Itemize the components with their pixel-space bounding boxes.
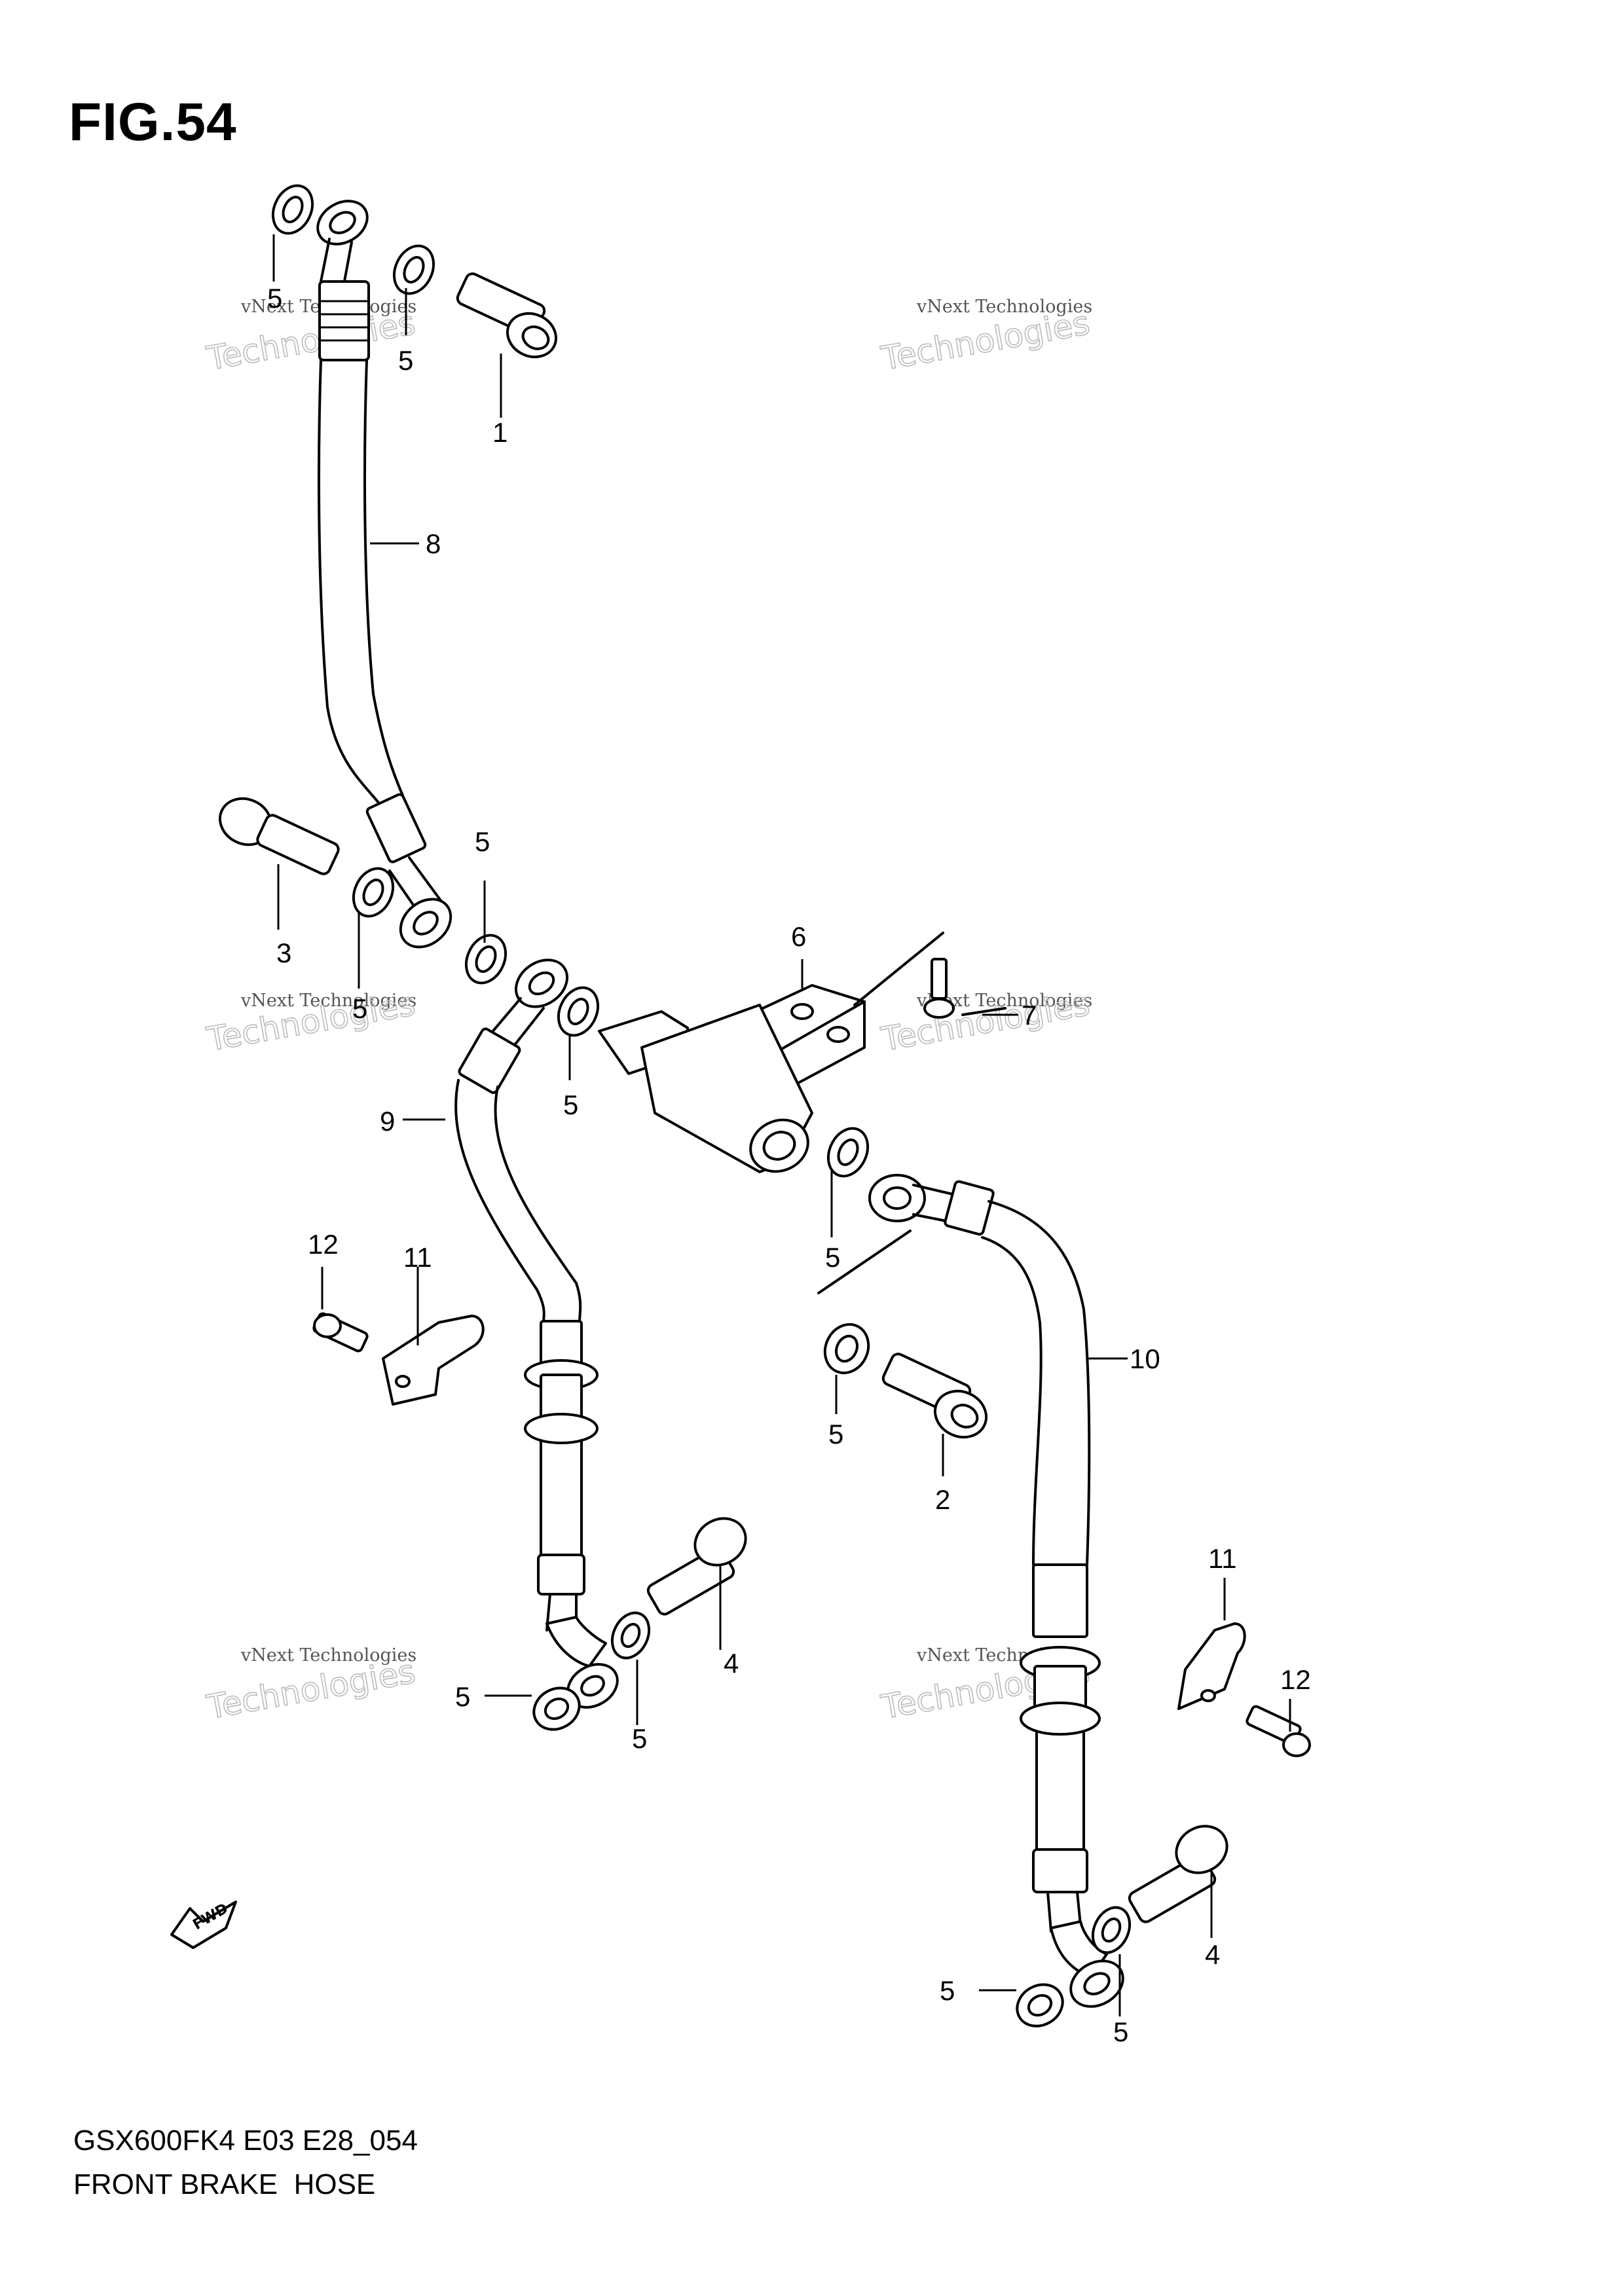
brake-hose-lower (868, 1174, 1124, 2008)
callout-1: 1 (492, 417, 507, 448)
callout-numbers: 5 5 1 8 5 3 5 6 7 9 5 5 12 11 10 5 2 4 5… (267, 283, 1311, 2047)
callout-5: 5 (940, 1975, 955, 2006)
callout-11: 11 (403, 1242, 432, 1273)
washer-group (271, 184, 1132, 2028)
callout-7: 7 (1022, 1000, 1037, 1030)
callout-2: 2 (935, 1484, 950, 1515)
callout-6: 6 (791, 921, 806, 952)
banjo-bolt-2 (881, 1353, 987, 1439)
figure-code: GSX600FK4 E03 E28_054 (73, 2124, 418, 2157)
callout-9: 9 (380, 1106, 395, 1137)
callout-5: 5 (352, 993, 367, 1024)
callout-8: 8 (426, 528, 441, 559)
brake-hose-joint (598, 932, 1006, 1294)
callout-5: 5 (398, 345, 413, 376)
callout-11: 11 (1208, 1543, 1237, 1574)
callout-5: 5 (455, 1681, 470, 1712)
banjo-bolt-4-right (1128, 1825, 1228, 1923)
callout-5: 5 (475, 826, 490, 857)
callout-5: 5 (828, 1419, 843, 1449)
callout-4: 4 (724, 1648, 739, 1679)
banjo-bolt-4-left (646, 1517, 747, 1616)
watermark-group: vNext Technologies Technologies vNext Te… (203, 297, 1093, 1727)
callout-5: 5 (267, 283, 282, 314)
leader-lines (272, 234, 1291, 2016)
callout-3: 3 (276, 938, 291, 968)
banjo-bolt-3 (219, 797, 340, 875)
callout-5: 5 (825, 1242, 840, 1273)
callout-5: 5 (1113, 2016, 1128, 2047)
watermark-text: vNext Technologies (240, 991, 416, 1011)
watermark-text: vNext Technologies (916, 297, 1092, 317)
brake-hose-upper (316, 200, 452, 949)
hose-clamp-left (312, 1312, 485, 1406)
callout-12: 12 (1280, 1664, 1311, 1695)
figure-name: FRONT BRAKE HOSE (73, 2168, 376, 2200)
callout-12: 12 (308, 1229, 339, 1260)
figure-title: FIG.54 (69, 92, 237, 152)
callout-5: 5 (632, 1723, 647, 1754)
watermark-text: vNext Technologies (240, 1645, 416, 1666)
callout-5: 5 (563, 1089, 578, 1120)
hose-clamp-right (1177, 1622, 1311, 1757)
callout-4: 4 (1205, 1939, 1220, 1970)
forward-arrow: FWD (170, 1901, 237, 1949)
callout-10: 10 (1130, 1343, 1160, 1374)
brake-hose-middle (454, 958, 619, 1709)
banjo-bolt-1 (456, 272, 557, 359)
